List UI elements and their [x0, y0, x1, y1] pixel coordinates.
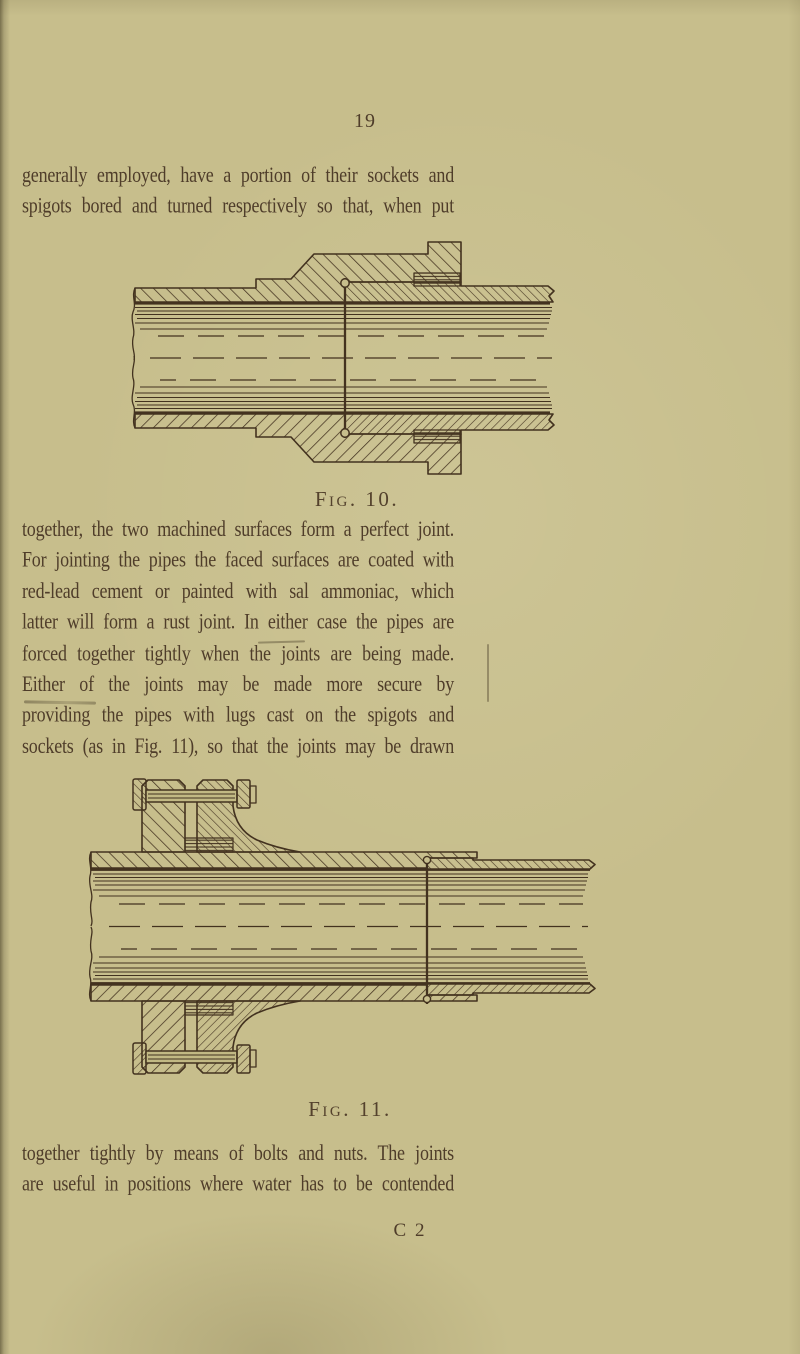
text-line: latter will form a rust joint. In either… [22, 609, 454, 634]
paragraph-top: generally employed, have a portion of th… [22, 160, 454, 222]
figure-11-drawing [88, 778, 596, 1075]
text-line: providing the pipes with lugs cast on th… [22, 702, 454, 727]
text-line: For jointing the pipes the faced surface… [22, 547, 454, 572]
text-line: together, the two machined surfaces form… [22, 516, 454, 541]
text-line: generally employed, have a portion of th… [22, 162, 454, 187]
page-number: 19 [354, 110, 376, 132]
text-line: sockets (as in Fig. 11), so that the joi… [22, 733, 454, 758]
text-line: red-lead cement or painted with sal ammo… [22, 578, 454, 603]
signature-mark: C 2 [393, 1220, 427, 1241]
paragraph-middle: together, the two machined surfaces form… [22, 514, 454, 762]
text-line: forced together tightly when the joints … [22, 640, 454, 665]
figure-10-caption: Fig. 10. [314, 487, 400, 511]
text-line: spigots bored and turned respectively so… [22, 193, 454, 218]
figure-11-caption: Fig. 11. [308, 1097, 392, 1121]
pencil-margin-mark [487, 644, 489, 702]
text-line: are useful in positions where water has … [22, 1171, 454, 1196]
figure-10-drawing [131, 241, 555, 475]
text-line: together tightly by means of bolts and n… [22, 1140, 454, 1165]
paragraph-bottom: together tightly by means of bolts and n… [22, 1138, 454, 1200]
text-line: Either of the joints may be made more se… [22, 671, 454, 696]
